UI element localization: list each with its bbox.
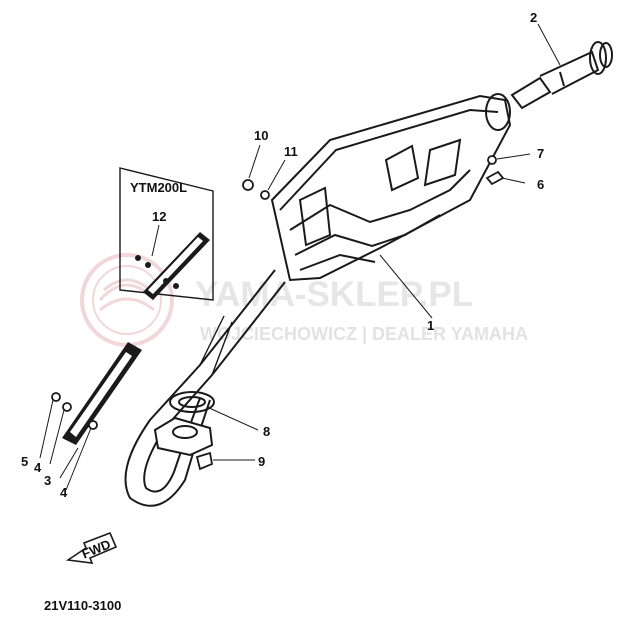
bolt-9: [195, 451, 214, 471]
callout-7: 7: [537, 146, 544, 161]
fasteners: [51, 155, 505, 471]
inset-label: YTM200L: [130, 180, 187, 195]
heat-shield: [62, 342, 142, 445]
callout-10: 10: [254, 128, 268, 143]
callout-4a: 4: [34, 460, 42, 475]
inset-box: [119, 167, 214, 301]
callout-6: 6: [537, 177, 544, 192]
nut-10: [242, 179, 254, 191]
watermark-brand: YAMA-SKLEP.PL: [195, 275, 473, 314]
callout-11: 11: [284, 144, 298, 159]
inset-heat-shield: [135, 232, 210, 300]
silencer-end-piece: [510, 41, 613, 110]
callout-12: 12: [152, 209, 166, 224]
gasket: [169, 391, 215, 413]
bolt-6: [485, 170, 505, 186]
callout-2: 2: [530, 10, 537, 25]
callout-5: 5: [21, 454, 28, 469]
washer-11: [260, 190, 270, 200]
exhaust-flange: [153, 416, 214, 457]
figure-code: 21V110-3100: [44, 598, 121, 613]
callout-1: 1: [427, 318, 434, 333]
washer-4a: [62, 402, 72, 412]
callout-3: 3: [44, 473, 51, 488]
washer-7: [487, 155, 497, 165]
callout-9: 9: [258, 454, 265, 469]
bolt-5: [51, 392, 61, 402]
muffler-body: [270, 93, 512, 282]
washer-4b: [88, 420, 98, 430]
forward-arrow-icon: [65, 531, 118, 564]
fwd-label: FWD: [80, 536, 113, 561]
callout-4b: 4: [60, 485, 68, 500]
callout-8: 8: [263, 424, 270, 439]
leader-lines: [39, 23, 561, 491]
watermark-dealer: WOJCIECHOWICZ | DEALER YAMAHA: [200, 324, 528, 344]
watermark-logo: [80, 253, 174, 347]
